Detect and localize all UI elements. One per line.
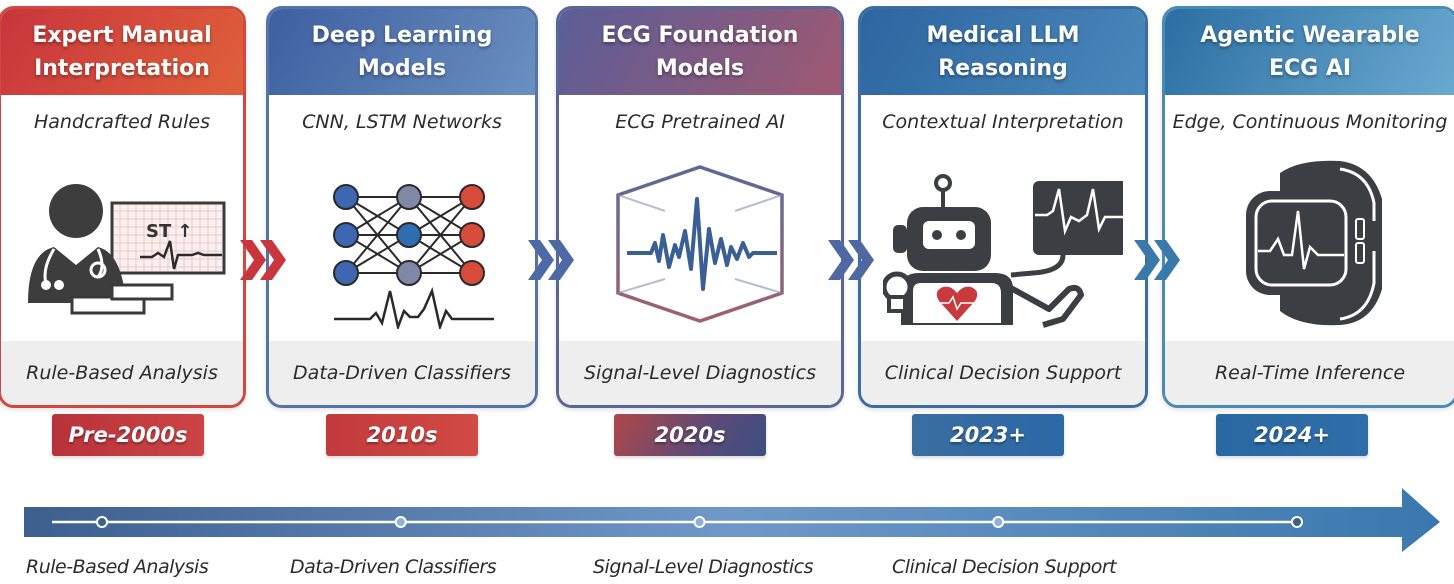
stage-title: Deep Learning Models [269, 9, 535, 95]
doctor-ecg-monitor-icon: ST ↑ [1, 159, 243, 339]
st-elevation-label: ST ↑ [146, 221, 193, 242]
stage-title: Expert Manual Interpretation [1, 9, 243, 95]
timeline-label: Data-Driven Classifiers [290, 556, 497, 578]
timeline-arrow-body [24, 488, 1440, 552]
stage-title-line2: Reasoning [938, 56, 1068, 81]
era-badge: Pre-2000s [52, 414, 204, 456]
timeline-milestone [96, 516, 108, 528]
stage-card: Medical LLM Reasoning Contextual Interpr… [858, 6, 1148, 408]
timeline-milestone [1291, 516, 1303, 528]
chevron-double-right-icon [240, 240, 286, 280]
stage-footer: Rule-Based Analysis [1, 341, 243, 405]
timeline-label: Clinical Decision Support [892, 556, 1117, 578]
ecg-cube-icon [559, 159, 841, 339]
stage-title: Agentic Wearable ECG AI [1165, 9, 1454, 95]
stage-title-line2: Models [655, 56, 745, 81]
stage-subtitle: Edge, Continuous Monitoring [1172, 111, 1448, 133]
era-badge: 2010s [326, 414, 478, 456]
stage-card: Expert Manual Interpretation Handcrafted… [0, 6, 246, 408]
timeline-milestone [992, 516, 1005, 528]
stage-title-line1: Deep Learning [311, 23, 493, 48]
timeline-arrow [24, 488, 1440, 552]
stage-footer: Signal-Level Diagnostics [559, 341, 841, 405]
stage-title-line2: Interpretation [34, 56, 210, 81]
stage-subtitle: Handcrafted Rules [34, 111, 210, 133]
stage-subtitle: Contextual Interpretation [882, 111, 1124, 133]
stage-title: ECG Foundation Models [559, 9, 841, 95]
stage-card: Deep Learning Models CNN, LSTM Networks … [266, 6, 538, 408]
stage-card: Agentic Wearable ECG AI Edge, Continuous… [1162, 6, 1454, 408]
chevron-double-right-icon [828, 240, 874, 280]
era-badge: 2024+ [1216, 414, 1368, 456]
timeline-label: Signal-Level Diagnostics [593, 556, 814, 578]
era-badge: 2020s [614, 414, 766, 456]
robot-heart-monitor-icon [861, 159, 1145, 339]
smartwatch-ecg-icon [1165, 159, 1454, 339]
chevron-double-right-icon [528, 240, 574, 280]
stage-title-line1: Medical LLM [926, 23, 1080, 48]
chevron-double-right-icon [1134, 240, 1180, 280]
stage-footer: Clinical Decision Support [861, 341, 1145, 405]
stage-title-line2: Models [357, 56, 447, 81]
stage-subtitle: CNN, LSTM Networks [302, 111, 502, 133]
stage-card: ECG Foundation Models ECG Pretrained AI … [556, 6, 844, 408]
stage-footer: Data-Driven Classifiers [269, 341, 535, 405]
stage-title: Medical LLM Reasoning [861, 9, 1145, 95]
stage-subtitle: ECG Pretrained AI [615, 111, 785, 133]
timeline-label: Rule-Based Analysis [26, 556, 209, 578]
stage-title-line1: Agentic Wearable [1200, 23, 1420, 48]
stage-title-line1: Expert Manual [32, 23, 212, 48]
timeline-milestone [693, 516, 706, 528]
stage-footer: Real-Time Inference [1165, 341, 1454, 405]
timeline-milestone [394, 516, 407, 528]
stage-title-line1: ECG Foundation [601, 23, 799, 48]
era-badge: 2023+ [912, 414, 1064, 456]
stage-title-line2: ECG AI [1268, 56, 1352, 81]
neural-network-icon [269, 159, 535, 339]
